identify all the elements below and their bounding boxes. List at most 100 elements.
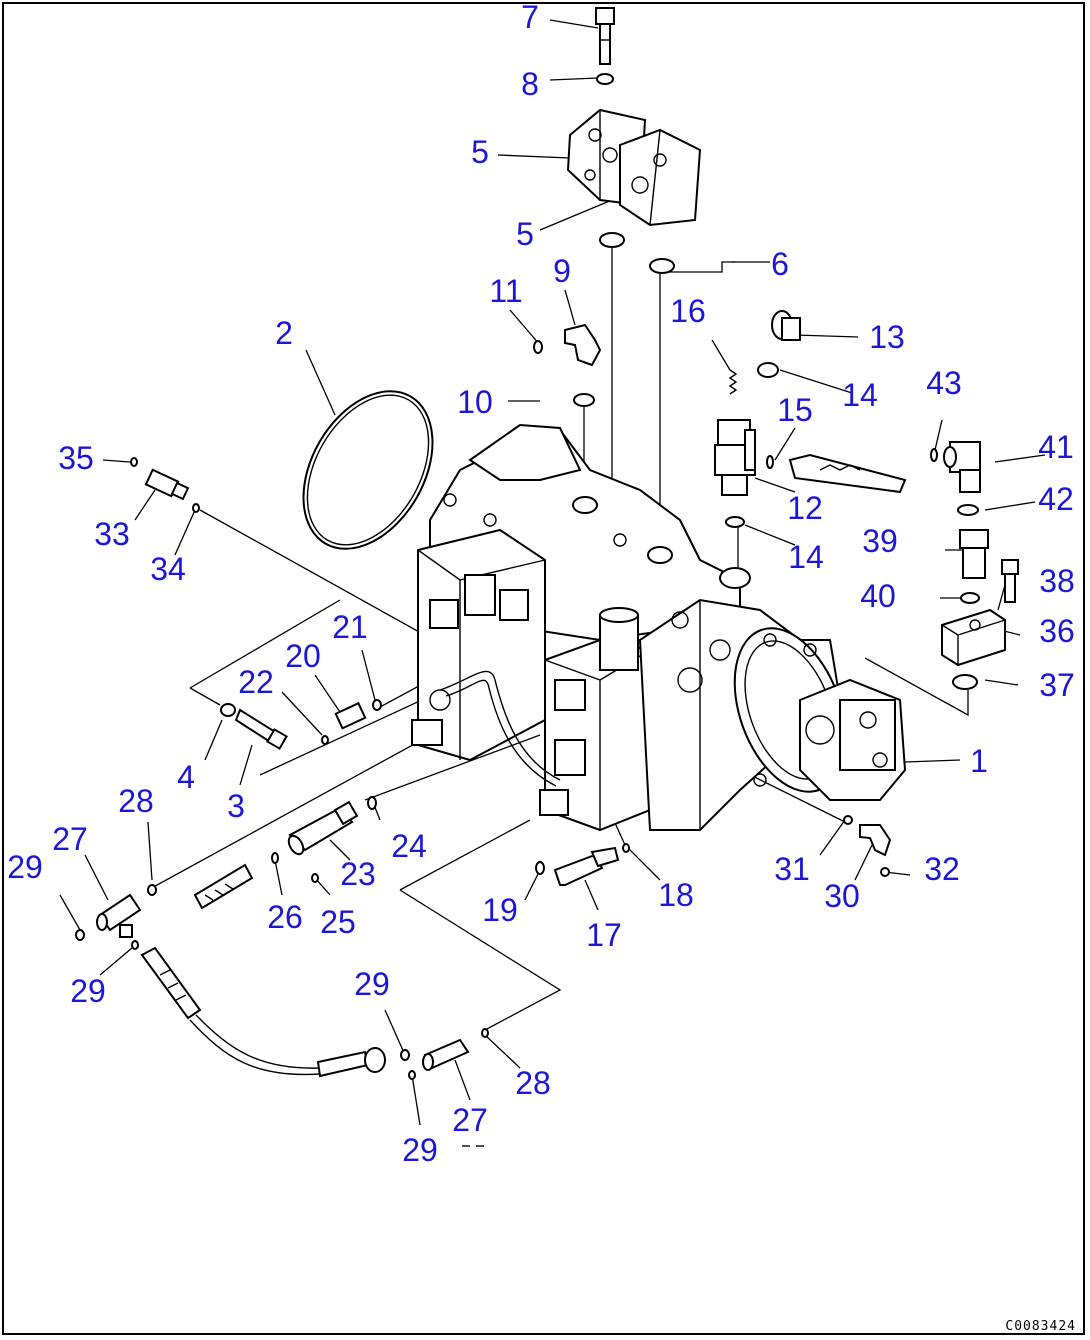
o-ring-35 — [130, 457, 138, 467]
valve-23 — [287, 800, 359, 856]
callout-42: 42 — [1038, 481, 1074, 517]
o-ring-10 — [573, 393, 595, 407]
callout-14: 14 — [842, 377, 878, 413]
relief-valve-12 — [714, 419, 756, 496]
callout-5: 5 — [516, 216, 534, 252]
callout-41: 41 — [1038, 429, 1074, 465]
callout-labels: 7 8 5 5 6 9 11 16 13 2 10 43 14 15 35 41… — [7, 0, 1075, 1168]
callout-23: 23 — [340, 856, 376, 892]
adapter-39 — [959, 529, 989, 579]
o-ring-22 — [321, 735, 329, 745]
rod-15 — [788, 453, 907, 494]
o-ring-29d — [408, 1070, 416, 1080]
callout-32: 32 — [924, 851, 960, 887]
sensor-33 — [144, 468, 190, 501]
callout-1: 1 — [970, 743, 988, 779]
callout-20: 20 — [285, 638, 321, 674]
block-36 — [941, 608, 1006, 667]
gasket-2 — [302, 390, 434, 550]
callout-18: 18 — [658, 877, 694, 913]
callout-11: 11 — [489, 273, 522, 309]
elbow-27a — [96, 893, 142, 938]
washer-8 — [596, 73, 614, 85]
callout-27: 27 — [52, 821, 88, 857]
callout-36: 36 — [1039, 613, 1075, 649]
callout-37: 37 — [1039, 667, 1075, 703]
callout-29: 29 — [402, 1132, 438, 1168]
callout-28: 28 — [515, 1065, 551, 1101]
callout-31: 31 — [774, 851, 810, 887]
callout-6: 6 — [771, 246, 789, 282]
callout-12: 12 — [787, 490, 823, 526]
callout-33: 33 — [94, 516, 130, 552]
callout-17: 17 — [586, 917, 622, 953]
elbow-27b — [422, 1038, 470, 1071]
o-ring-26 — [271, 852, 279, 864]
o-ring-32 — [880, 867, 890, 877]
callout-16: 16 — [670, 293, 706, 329]
o-ring-25 — [311, 873, 319, 883]
o-ring-37 — [952, 674, 978, 690]
callout-34: 34 — [150, 551, 186, 587]
callout-29: 29 — [354, 966, 390, 1002]
callout-27: 27 — [452, 1102, 488, 1138]
valve-blocks-5 — [566, 108, 702, 227]
pump-assembly-1 — [411, 423, 907, 832]
callout-4: 4 — [177, 759, 195, 795]
pin-15 — [766, 455, 774, 469]
bolt-7 — [595, 7, 615, 65]
o-ring-21 — [372, 699, 382, 711]
callout-21: 21 — [332, 609, 368, 645]
drawing-code: C0083424 — [1005, 1319, 1076, 1334]
o-ring-28b — [481, 1028, 489, 1038]
callout-15: 15 — [777, 392, 813, 428]
callout-22: 22 — [238, 664, 274, 700]
callout-13: 13 — [869, 319, 905, 355]
washer-4 — [220, 703, 236, 717]
callout-28: 28 — [118, 783, 154, 819]
o-ring-19 — [535, 861, 545, 875]
callout-25: 25 — [320, 904, 356, 940]
plug-20 — [334, 701, 367, 730]
o-ring-24 — [367, 796, 377, 810]
fitting-13 — [771, 310, 801, 341]
o-ring-6a — [599, 232, 625, 248]
o-ring-43 — [930, 448, 938, 462]
callout-29: 29 — [7, 849, 43, 885]
callout-38: 38 — [1039, 563, 1075, 599]
callout-8: 8 — [521, 66, 539, 102]
o-ring-40 — [960, 592, 980, 604]
o-ring-29c — [400, 1049, 410, 1061]
callout-10: 10 — [457, 384, 493, 420]
callout-7: 7 — [521, 0, 539, 35]
callout-39: 39 — [862, 523, 898, 559]
elbow-9 — [564, 323, 602, 367]
o-ring-29a — [75, 929, 85, 941]
callout-14: 14 — [788, 539, 824, 575]
elbow-30 — [859, 824, 892, 857]
o-ring-29b — [131, 940, 139, 950]
callout-24: 24 — [391, 828, 427, 864]
o-ring-11 — [533, 340, 543, 354]
o-ring-42 — [957, 504, 979, 516]
elbow-17 — [553, 846, 620, 886]
hose-end-upper — [193, 863, 254, 910]
spring-16 — [728, 369, 738, 395]
callout-29: 29 — [70, 973, 106, 1009]
callout-5: 5 — [471, 134, 489, 170]
callout-2: 2 — [275, 315, 293, 351]
callout-30: 30 — [824, 878, 860, 914]
hose-assembly — [140, 946, 386, 1078]
o-ring-6b — [649, 258, 675, 274]
o-ring-34 — [192, 503, 200, 513]
o-ring-14a — [757, 362, 779, 378]
o-ring-18 — [622, 843, 630, 853]
leader-lines — [59, 19, 1046, 1126]
callout-40: 40 — [860, 578, 896, 614]
o-ring-28a — [147, 884, 157, 896]
callout-26: 26 — [267, 899, 303, 935]
callout-9: 9 — [553, 253, 571, 289]
callout-19: 19 — [482, 892, 518, 928]
